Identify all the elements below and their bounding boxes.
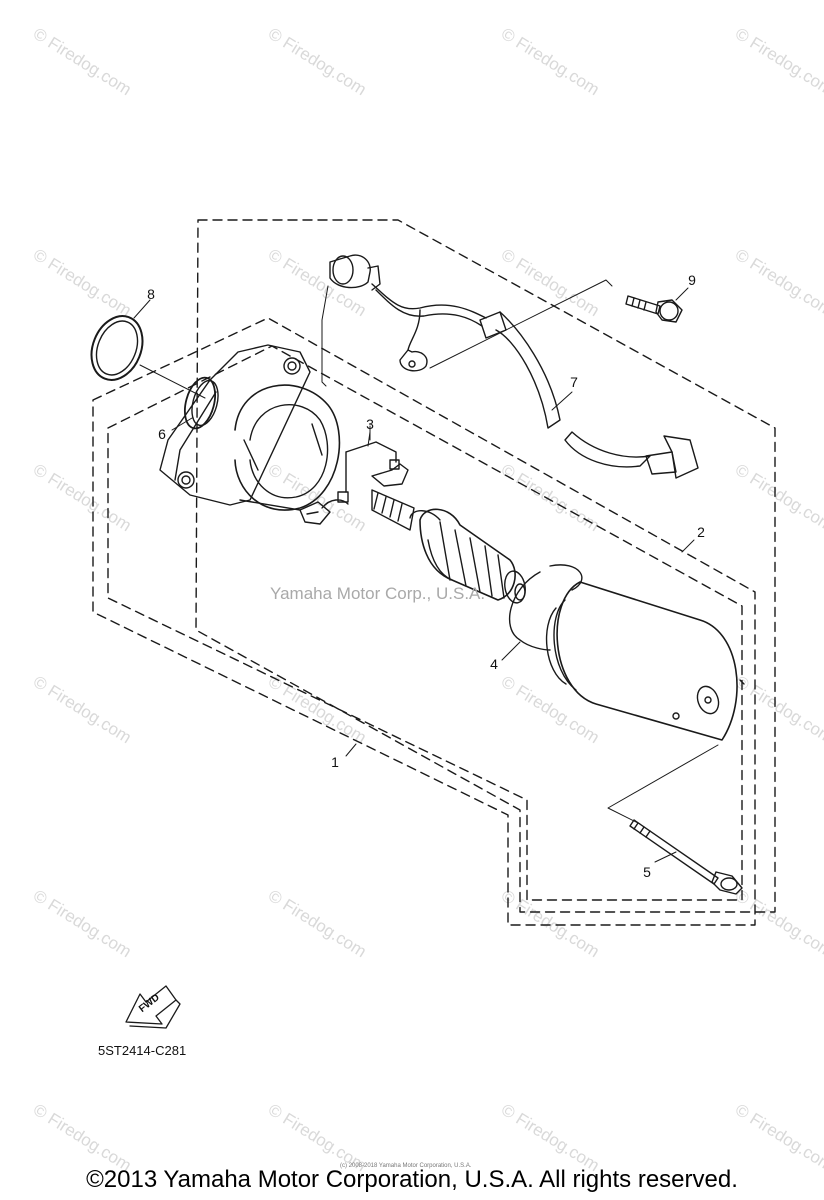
- callout-2: 2: [697, 524, 705, 540]
- callout-7: 7: [570, 374, 578, 390]
- leader-1: [345, 743, 357, 757]
- part-7-lead-wire: [329, 254, 699, 479]
- callout-8: 8: [147, 286, 155, 302]
- tiny-credit: (c) 2008-2018 Yamaha Motor Corporation, …: [340, 1163, 472, 1169]
- assembly-1-boundary: [92, 317, 756, 926]
- assembly-2-boundary: [195, 219, 776, 913]
- leader-3: [367, 431, 371, 447]
- assembly-1-boundary-inner: [107, 345, 743, 901]
- part-4-o-ring: [509, 564, 583, 651]
- leader-bolt-5: [607, 744, 719, 825]
- front-cover-housing: [159, 344, 341, 511]
- part-8-o-ring: [90, 315, 144, 381]
- callout-3: 3: [366, 416, 374, 432]
- copyright-footer: ©2013 Yamaha Motor Corporation, U.S.A. A…: [86, 1166, 738, 1193]
- leader-5: [654, 851, 677, 863]
- leader-8: [133, 299, 151, 319]
- callout-4: 4: [490, 656, 498, 672]
- diagram-code: 5ST2414-C281: [98, 1043, 187, 1058]
- callout-6: 6: [158, 426, 166, 442]
- callout-9: 9: [688, 272, 696, 288]
- leader-9: [675, 287, 689, 301]
- leader-7: [551, 391, 573, 411]
- callout-5: 5: [643, 864, 651, 880]
- center-watermark: Yamaha Motor Corp., U.S.A.: [270, 584, 486, 603]
- part-9-screw: [625, 295, 683, 323]
- callout-1: 1: [331, 754, 339, 770]
- fwd-arrow-icon: [125, 985, 181, 1029]
- part-3-brush-holder: [299, 425, 409, 525]
- armature: [371, 489, 526, 604]
- yoke-motor-body: [545, 581, 745, 741]
- leader-6: [171, 417, 193, 431]
- leader-4: [501, 641, 521, 661]
- leader-2: [681, 539, 695, 553]
- part-6-o-ring: [183, 376, 219, 430]
- part-5-through-bolt: [629, 819, 743, 895]
- leader-lead-wire: [321, 279, 613, 387]
